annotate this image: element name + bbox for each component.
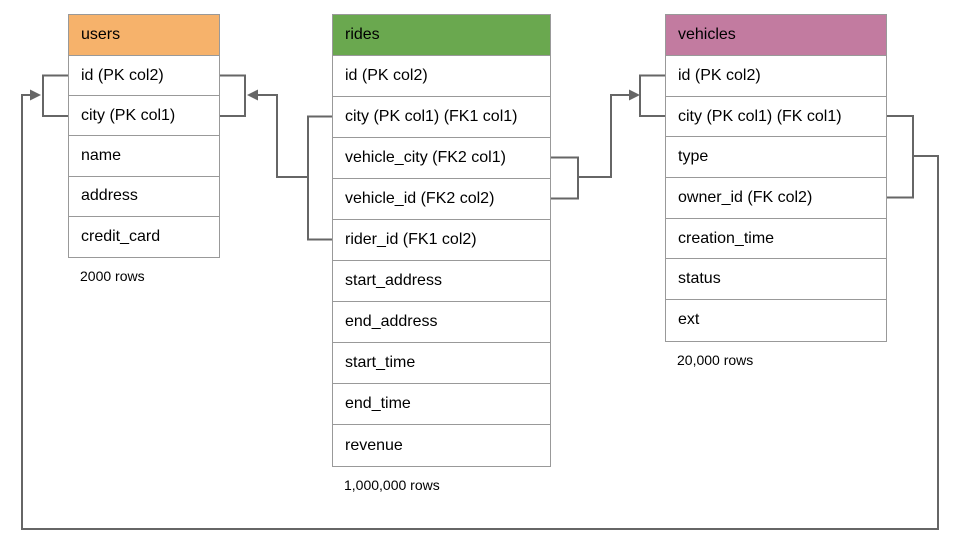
table-users-title: users [69, 15, 219, 56]
table-vehicles-row-3: owner_id (FK col2) [666, 178, 886, 219]
vehicles-right-bracket [887, 115, 914, 199]
table-rides-row-7: start_time [333, 343, 550, 384]
table-rides-row-9: revenue [333, 425, 550, 466]
table-vehicles-row-0: id (PK col2) [666, 56, 886, 97]
table-rides-row-0: id (PK col2) [333, 56, 550, 97]
table-rides-row-1: city (PK col1) (FK1 col1) [333, 97, 550, 138]
table-rides-row-6: end_address [333, 302, 550, 343]
table-users-row-4: credit_card [69, 216, 219, 257]
rides-row-count-label: 1,000,000 rows [344, 477, 440, 493]
table-vehicles-title: vehicles [666, 15, 886, 56]
connector-segment [578, 94, 630, 178]
vehicles-left-bracket [639, 74, 665, 117]
rides-right-bracket [551, 156, 579, 200]
users-row-count-label: 2000 rows [80, 268, 145, 284]
table-rides-row-5: start_address [333, 261, 550, 302]
fk2-connector-rides-to-vehicles [551, 74, 665, 200]
arrowhead-into-users-right [247, 89, 258, 101]
table-vehicles-row-2: type [666, 137, 886, 179]
table-users-row-3: address [69, 176, 219, 217]
rides-left-bracket [307, 115, 332, 241]
table-vehicles-row-4: creation_time [666, 218, 886, 260]
connector-segment [257, 94, 308, 178]
table-rides-row-8: end_time [333, 384, 550, 425]
table-users-row-0: id (PK col2) [69, 56, 219, 97]
table-users-row-2: name [69, 136, 219, 177]
vehicles-row-count-label: 20,000 rows [677, 351, 754, 368]
table-vehicles-row-5: status [666, 259, 886, 301]
table-vehicles-row-1: city (PK col1) (FK col1) [666, 96, 886, 138]
table-rides-title: rides [333, 15, 550, 56]
users-right-bracket [220, 74, 246, 117]
table-rides-row-4: rider_id (FK1 col2) [333, 220, 550, 261]
fk1-connector-rides-to-users [220, 74, 332, 241]
arrowhead-into-vehicles-left [629, 89, 640, 101]
users-left-bracket [42, 74, 68, 117]
table-rides-row-2: vehicle_city (FK2 col1) [333, 138, 550, 179]
arrowhead-into-users-left [30, 89, 41, 101]
table-vehicles-row-6: ext [666, 300, 886, 341]
table-users-row-1: city (PK col1) [69, 96, 219, 137]
table-rides-row-3: vehicle_id (FK2 col2) [333, 179, 550, 220]
